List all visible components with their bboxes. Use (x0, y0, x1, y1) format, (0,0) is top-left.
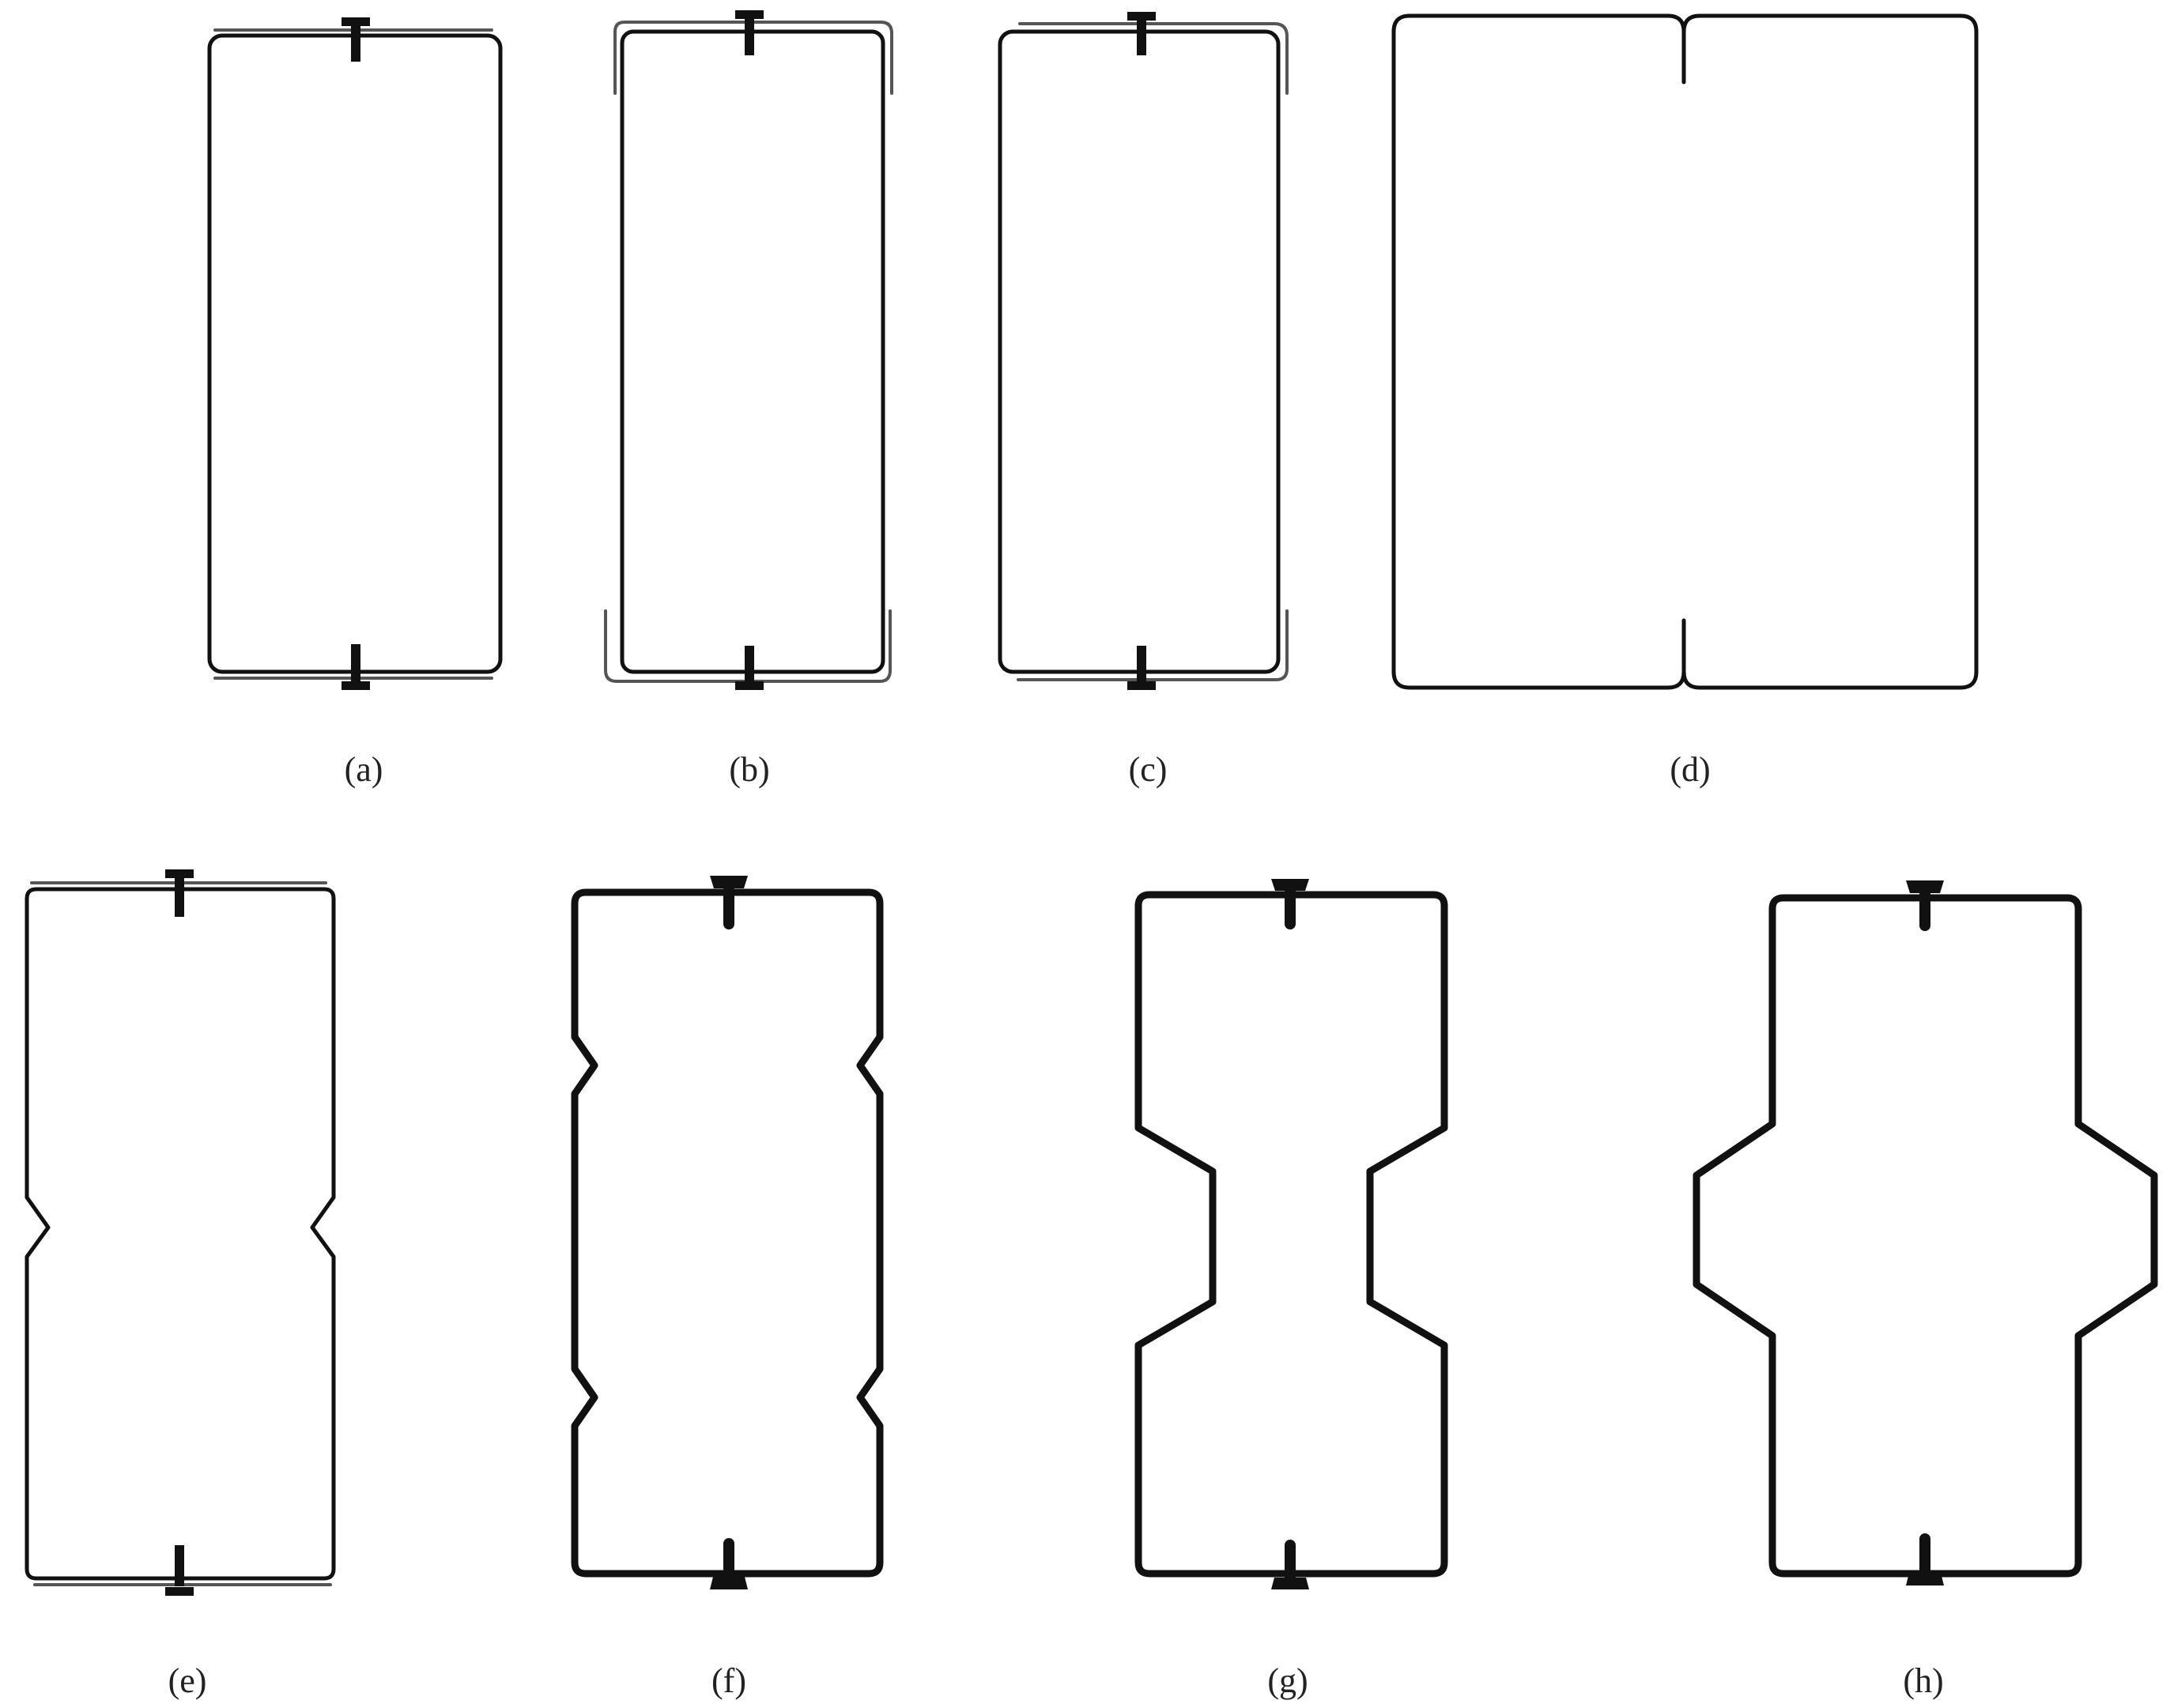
panel-a-top-bolt-head (342, 17, 370, 26)
panel-e-tube (25, 887, 336, 1581)
panel-a-tube (207, 33, 503, 674)
panel-g-top-bolt-head (1271, 879, 1309, 891)
panel-h-section (1693, 880, 2158, 1585)
panel-b-tube (620, 29, 885, 674)
panel-f-bottom-bolt-shank (723, 1538, 734, 1584)
panel-c-tube (998, 29, 1281, 674)
panel-c-top-bolt-shank (1137, 17, 1146, 55)
panel-d-right-cell (1666, 13, 1979, 690)
panel-f-bottom-bolt-head (710, 1577, 748, 1589)
panel-c-label: (c) (1129, 750, 1168, 789)
panel-f-top-bolt-shank (723, 884, 734, 929)
panel-f-section (571, 876, 884, 1589)
panel-c-bottom-bolt-head (1127, 681, 1156, 690)
panel-g-bottom-bolt-head (1271, 1578, 1309, 1589)
panel-f-top-bolt-head (710, 876, 748, 888)
panel-a-section (207, 17, 503, 690)
panel-a-bottom-bolt-head (342, 681, 370, 690)
panel-b-label: (b) (729, 750, 769, 789)
panel-h-bottom-bolt-shank (1919, 1533, 1930, 1578)
panel-c-bottom-bolt-shank (1137, 646, 1146, 685)
panel-d-label: (d) (1670, 750, 1710, 789)
panel-g-label: (g) (1267, 1661, 1308, 1700)
panel-e-top-bolt-head (165, 869, 194, 878)
panel-b-bottom-bolt-head (735, 681, 764, 690)
panel-b-top-bolt-shank (745, 16, 754, 55)
panel-c-top-wrap (1018, 22, 1289, 95)
panel-c-section (998, 12, 1289, 690)
panel-g-top-bolt-shank (1285, 885, 1296, 929)
panel-e-top-bolt-shank (175, 876, 184, 917)
panel-c-top-bolt-head (1127, 12, 1156, 21)
panel-h-label: (h) (1903, 1661, 1943, 1700)
panel-e-label: (e) (168, 1661, 207, 1700)
panel-b-top-bolt-head (735, 10, 764, 19)
panel-f-tube (571, 888, 884, 1578)
panel-a-label: (a) (345, 750, 383, 789)
panel-a-bottom-bolt-shank (351, 644, 360, 684)
panel-d-left-cell (1391, 13, 1686, 690)
panel-h-top-bolt-shank (1919, 887, 1930, 931)
panel-h-bottom-bolt-head (1906, 1573, 1944, 1585)
panel-g-section (1134, 879, 1448, 1589)
panel-b-section (604, 10, 893, 690)
panel-a-top-bolt-shank (351, 24, 360, 62)
panel-e-section (25, 869, 336, 1596)
panel-e-bottom-bolt-head (165, 1587, 194, 1596)
panel-b-bottom-bolt-shank (745, 646, 754, 685)
panel-e-bottom-bolt-shank (175, 1545, 184, 1586)
panel-d-section (1391, 13, 1979, 690)
panel-c-bottom-wrap (1017, 609, 1289, 681)
panel-h-tube (1693, 894, 2158, 1578)
panel-g-tube (1134, 891, 1448, 1578)
panel-f-label: (f) (711, 1661, 746, 1700)
panel-g-bottom-bolt-shank (1285, 1540, 1296, 1584)
